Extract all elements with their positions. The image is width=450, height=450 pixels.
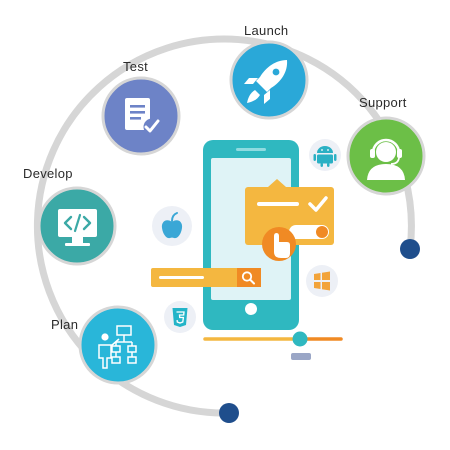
- tap-hand-icon: [262, 227, 296, 261]
- stage-develop: [37, 186, 117, 266]
- stage-support: [346, 116, 426, 196]
- presenter-flowchart-icon: [98, 325, 137, 369]
- stage-test: [101, 76, 181, 156]
- check-icon: [308, 196, 328, 212]
- platform-badge-html5: [164, 301, 196, 333]
- stage-label-support: Support: [359, 95, 407, 110]
- stage-plan: [78, 305, 158, 385]
- progress-slider: [203, 331, 343, 360]
- android-icon: [313, 146, 337, 167]
- arc-end-dot-bottom: [219, 403, 239, 423]
- search-bar: [151, 268, 261, 287]
- code-monitor-icon: [58, 209, 97, 246]
- windows-icon: [314, 271, 330, 291]
- html5-icon: [172, 308, 188, 327]
- stage-launch: [229, 40, 309, 120]
- arc-end-dot-right: [400, 239, 420, 259]
- stage-label-test: Test: [123, 59, 149, 74]
- platform-badge-apple: [152, 206, 192, 246]
- checklist-icon: [125, 98, 161, 136]
- stage-label-develop: Develop: [23, 166, 73, 181]
- search-icon: [241, 271, 255, 285]
- platform-badge-windows: [306, 265, 338, 297]
- stage-label-launch: Launch: [244, 23, 289, 38]
- rocket-icon: [244, 60, 288, 104]
- stage-label-plan: Plan: [51, 317, 79, 332]
- headset-agent-icon: [367, 138, 405, 180]
- platform-badge-android: [309, 139, 341, 171]
- settings-card: [245, 179, 334, 245]
- apple-icon: [161, 212, 183, 239]
